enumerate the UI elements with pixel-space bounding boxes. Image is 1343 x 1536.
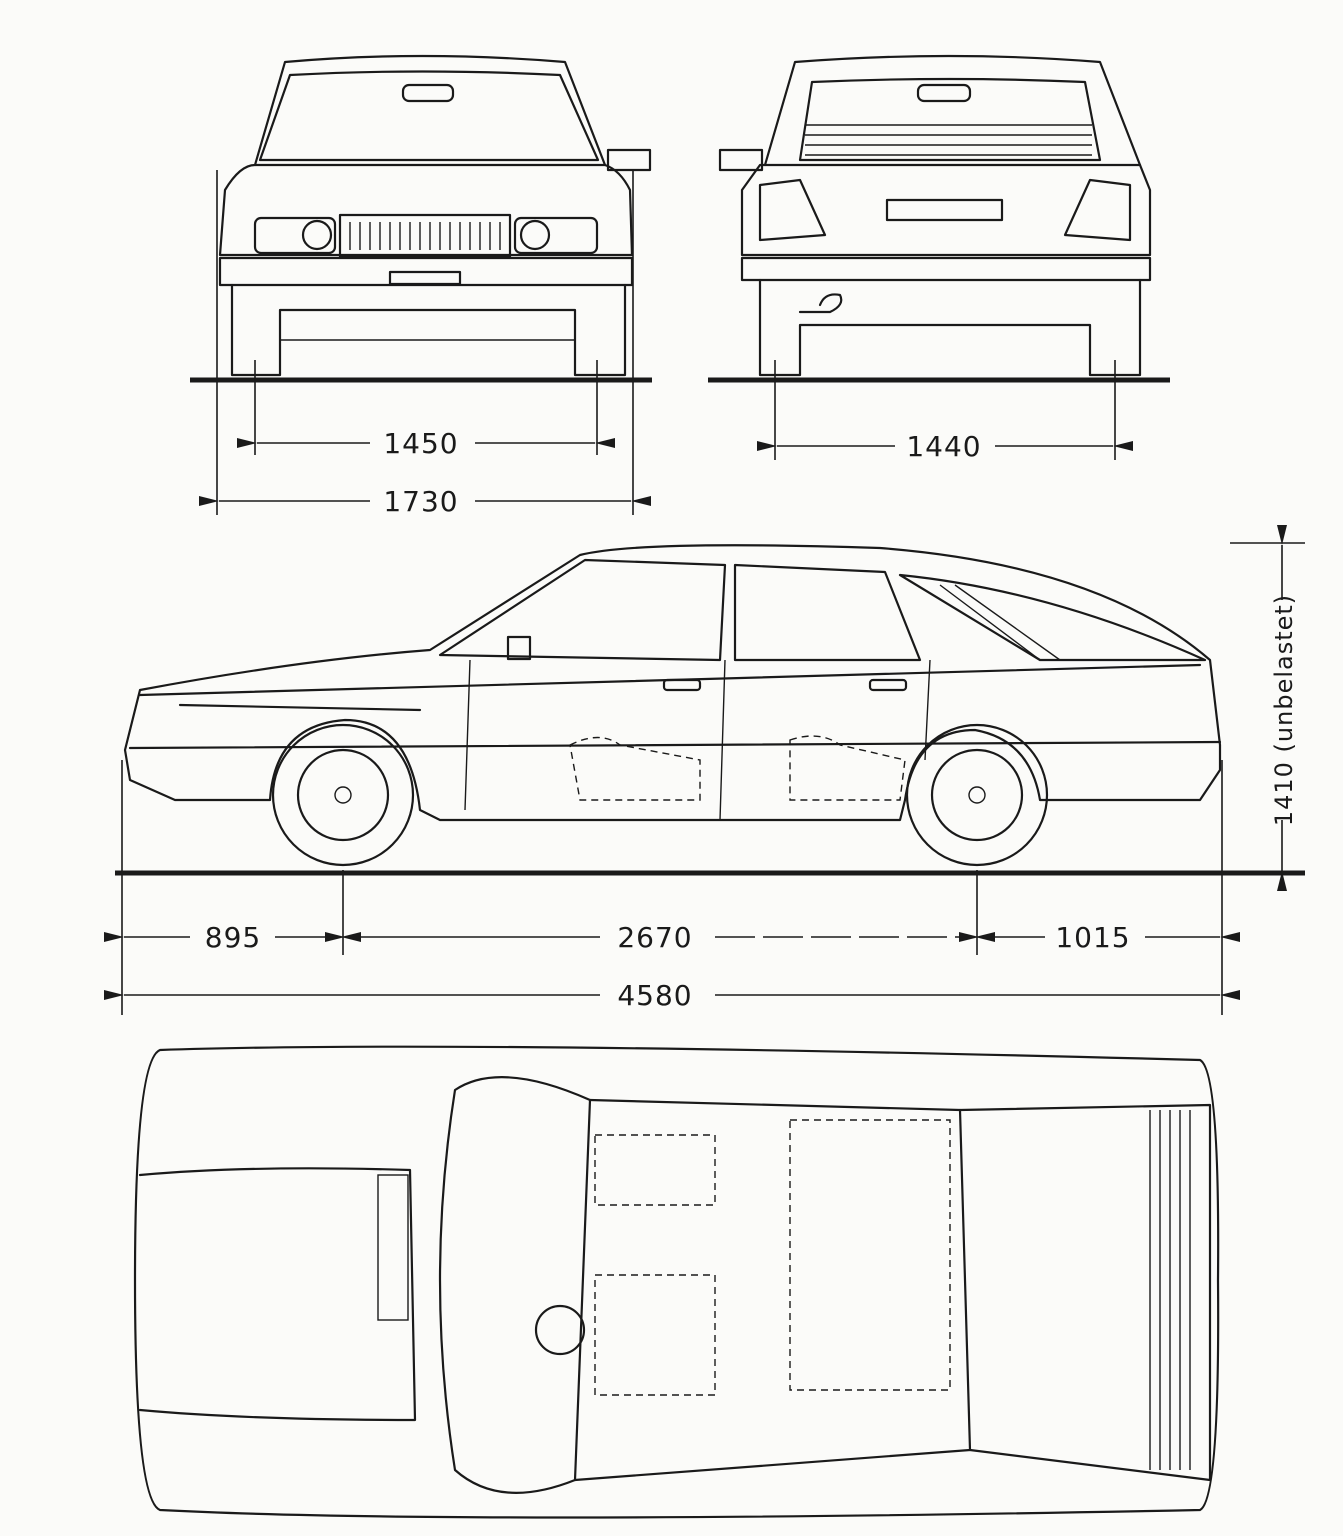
front-wheel: [271, 723, 415, 867]
rear-overhang-label: 1015: [1055, 921, 1130, 954]
wheelbase-label: 2670: [617, 921, 692, 954]
overall-width-label: 1730: [383, 485, 458, 518]
right-headlight: [513, 216, 599, 255]
license-plate: [885, 198, 1004, 222]
side-view: [115, 544, 1305, 876]
height-label: 1410 (unbelastet): [1270, 594, 1298, 826]
steering-wheel: [534, 1304, 586, 1356]
rear-track-label: 1440: [906, 430, 981, 463]
front-track-label: 1450: [383, 427, 458, 460]
top-view: [133, 1045, 1220, 1519]
front-view: [190, 54, 652, 383]
front-overhang-label: 895: [205, 921, 261, 954]
rear-view: [708, 54, 1170, 383]
overall-length-label: 4580: [617, 979, 692, 1012]
dimension-lines: [104, 170, 1305, 1015]
rear-view-mirror: [401, 83, 455, 103]
left-headlight: [253, 216, 337, 255]
front-grille: [338, 213, 512, 259]
rear-wheel: [905, 723, 1049, 867]
right-mirror: [606, 148, 652, 172]
